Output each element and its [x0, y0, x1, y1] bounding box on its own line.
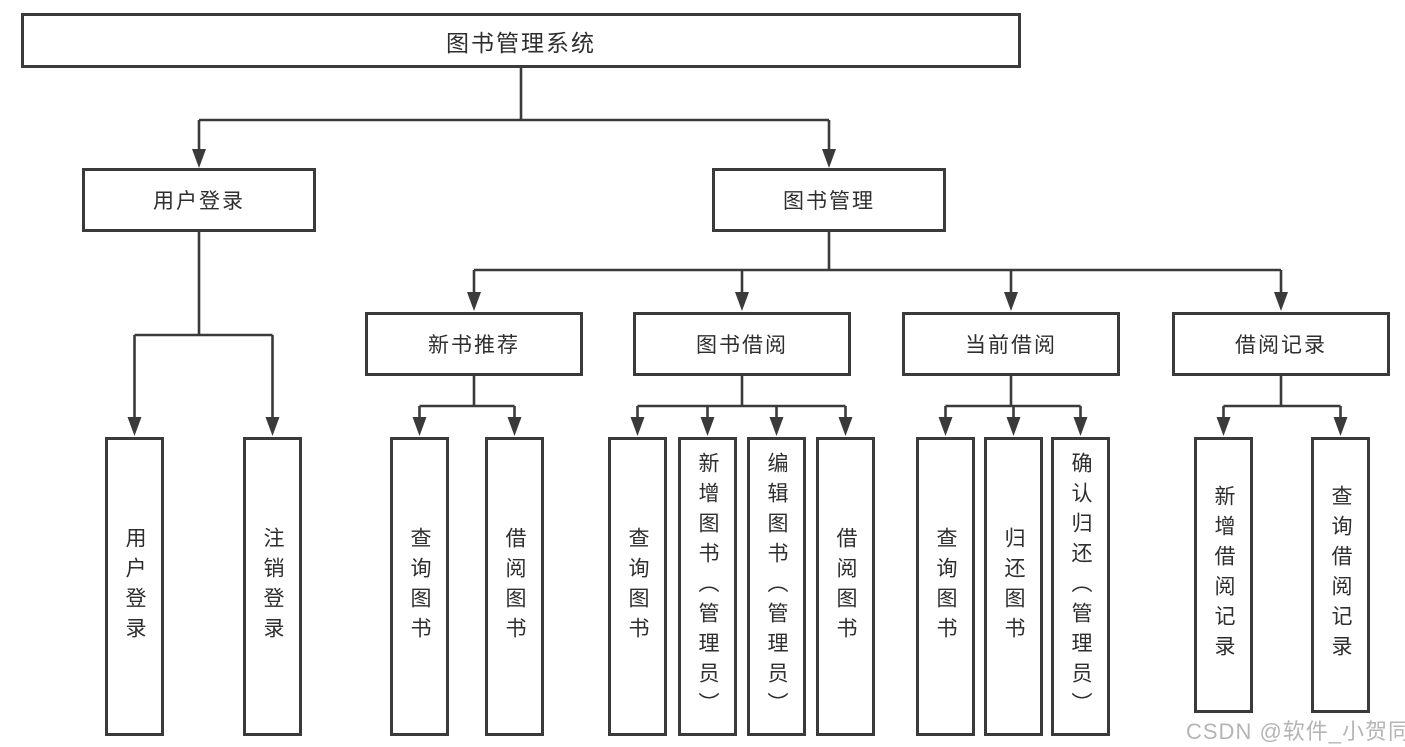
leaf-borrow-add-books-admin: 新增图书（管理员）	[678, 437, 737, 736]
leaf-user-login: 用户登录	[105, 437, 164, 736]
leaf-borrow-query-books: 查询图书	[608, 437, 667, 736]
leaf-current-return-books: 归还图书	[984, 437, 1043, 736]
leaf-borrow-edit-books-admin: 编辑图书（管理员）	[747, 437, 806, 736]
node-book-management: 图书管理	[712, 168, 946, 232]
leaf-current-query-books: 查询图书	[916, 437, 975, 736]
leaf-current-confirm-return-admin: 确认归还（管理员）	[1051, 437, 1110, 736]
leaf-borrow-borrow-books: 借阅图书	[816, 437, 875, 736]
node-current-borrow: 当前借阅	[902, 312, 1120, 376]
node-user-login: 用户登录	[82, 168, 316, 232]
leaf-logout: 注销登录	[243, 437, 302, 736]
leaf-recommend-borrow-books: 借阅图书	[485, 437, 544, 736]
node-library-system: 图书管理系统	[21, 13, 1021, 68]
leaf-recommend-query-books: 查询图书	[390, 437, 449, 736]
node-borrow-records: 借阅记录	[1172, 312, 1390, 376]
node-book-borrow: 图书借阅	[633, 312, 851, 376]
leaf-records-add-record: 新增借阅记录	[1194, 437, 1253, 713]
leaf-records-query-record: 查询借阅记录	[1311, 437, 1370, 713]
watermark: CSDN @软件_小贺同学	[1186, 719, 1405, 744]
node-new-book-recommend: 新书推荐	[365, 312, 583, 376]
